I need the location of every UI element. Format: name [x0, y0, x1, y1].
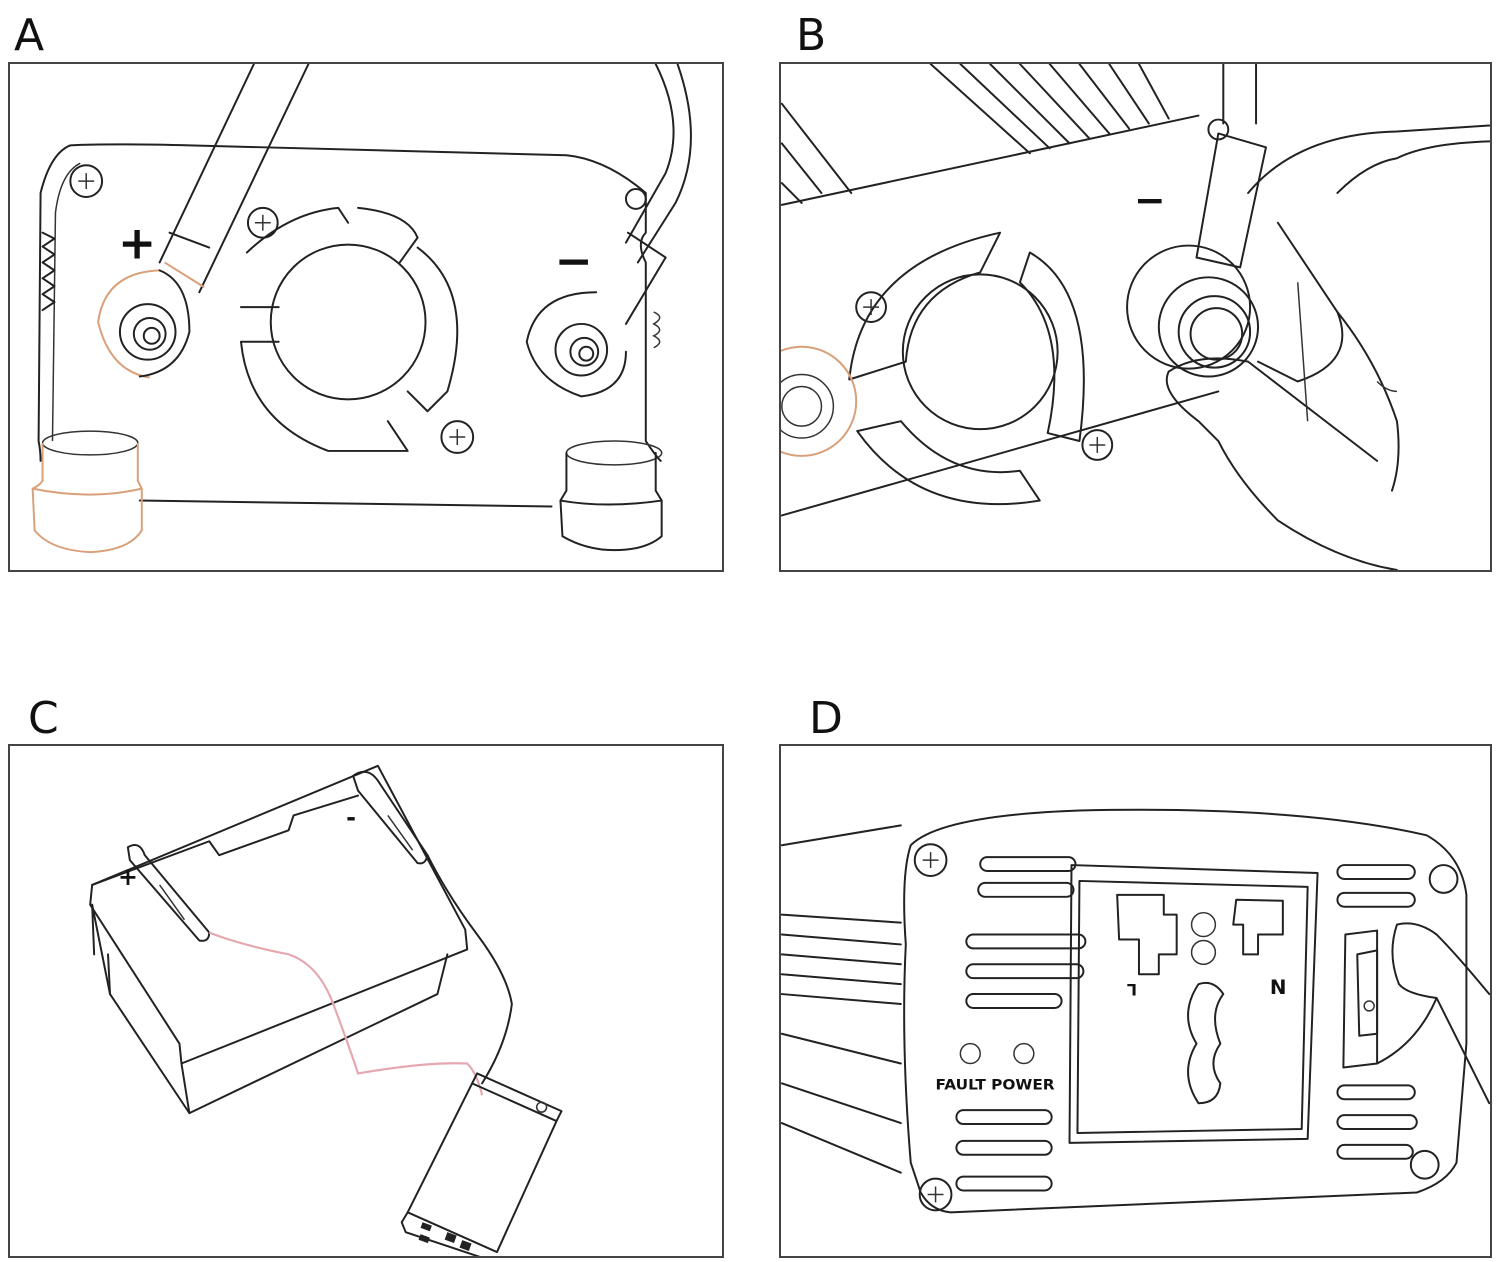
front-panel-outline: [903, 808, 1468, 1214]
step-letter-d: D: [809, 693, 843, 744]
heatsink-fins: [781, 824, 902, 1174]
screw-icon: [624, 188, 647, 210]
step-letter-c: C: [28, 693, 59, 744]
panel-a-illustration: + −: [31, 64, 692, 554]
power-led: [1013, 1042, 1035, 1065]
panel-c-illustration: + -: [89, 764, 563, 1256]
heatsink-edge: [41, 231, 56, 312]
fan-grille: [239, 206, 459, 452]
positive-cable: [97, 64, 310, 379]
neutral-label: N: [1270, 976, 1287, 999]
negative-cable: [525, 64, 692, 398]
battery: [89, 764, 469, 1115]
inverter-box: [400, 1072, 563, 1256]
screw-icon: [1207, 118, 1230, 141]
inverter-face-outline: [37, 143, 662, 462]
hand: [1165, 124, 1490, 570]
screw-icon: [1409, 1149, 1440, 1180]
screw-icon: [69, 164, 104, 198]
panel-c-battery-connection: + -: [8, 744, 724, 1258]
screw-icon: [855, 291, 887, 323]
screw-icon: [913, 843, 948, 877]
panel-d-power-switch: FAULT POWER L N: [779, 744, 1492, 1258]
screw-icon: [440, 420, 475, 454]
foot-right: [559, 440, 663, 552]
fault-power-label: FAULT POWER: [936, 1077, 1055, 1093]
fault-led: [959, 1042, 981, 1065]
negative-label: −: [555, 234, 593, 287]
screw-icon: [246, 206, 279, 239]
screw-icon: [918, 1177, 953, 1212]
negative-label: -: [346, 803, 356, 831]
ac-outlet: [1068, 864, 1319, 1144]
negative-terminal: [1126, 64, 1267, 378]
left-vents: [955, 856, 1087, 1192]
step-letter-b: B: [796, 10, 827, 61]
heatsink-fins: [781, 64, 1170, 204]
screw-icon: [1081, 429, 1114, 461]
panel-b-tighten-terminal: −: [779, 62, 1492, 572]
screw-icon: [1428, 864, 1459, 894]
live-label: L: [1127, 980, 1137, 999]
positive-label: +: [118, 863, 138, 891]
positive-battery-terminal: [126, 844, 211, 942]
positive-cable: [208, 931, 484, 1096]
positive-terminal-partial: [781, 345, 858, 457]
fan-grille: [848, 231, 1085, 506]
panel-d-illustration: FAULT POWER L N: [781, 808, 1490, 1214]
right-vents: [1336, 864, 1418, 1160]
positive-label: +: [118, 216, 156, 269]
panel-a-terminal-connection: + −: [8, 62, 724, 572]
negative-cable: [426, 854, 513, 1085]
finger: [1376, 922, 1490, 1105]
foot-left: [31, 430, 143, 554]
step-letter-a: A: [14, 10, 45, 61]
panel-b-illustration: −: [781, 64, 1490, 570]
negative-battery-terminal: [352, 770, 429, 865]
power-switch[interactable]: [1342, 929, 1379, 1069]
negative-label: −: [1134, 178, 1166, 222]
